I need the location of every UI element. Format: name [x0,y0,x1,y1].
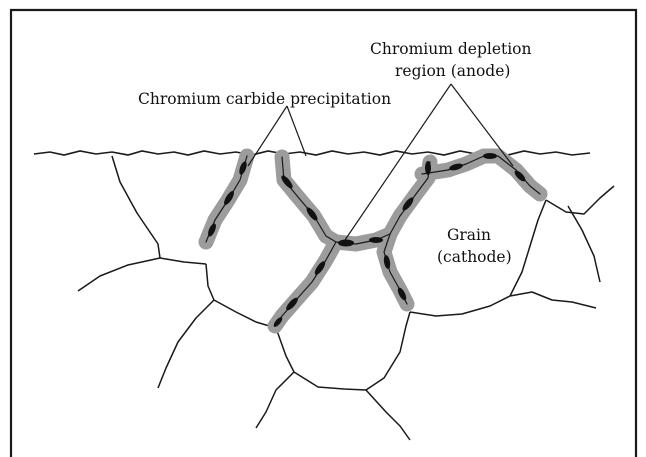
grain-boundary [546,186,614,214]
grain-boundary [276,328,294,372]
grain-boundary [294,372,366,390]
carbide-particle [425,161,431,175]
label-grain-line1: Grain [447,226,491,244]
grain-boundary [256,372,294,428]
grain-boundary [510,200,546,296]
label-grain-line2: (cathode) [437,248,512,266]
grain-boundary [366,390,410,440]
label-depletion-line1: Chromium depletion [370,40,532,58]
carbide-particle [369,237,383,243]
grain-boundary [366,312,410,390]
grain-boundary [410,296,510,316]
depletion-zone [282,157,336,242]
grain-boundary [206,264,214,300]
grain-boundary [568,206,600,282]
leader-line-carbide-right [287,106,306,156]
carbide-particle [483,153,497,159]
grain-boundary [112,156,160,258]
label-carbide-precipitation: Chromium carbide precipitation [138,90,391,108]
grain-boundary [214,300,276,328]
grain-boundary [510,292,596,308]
grain-boundary [160,258,206,264]
label-depletion-line2: region (anode) [395,62,510,80]
grain-boundary [158,300,214,388]
grain-boundaries [78,156,614,440]
carbide-particle [338,240,354,247]
grain-boundary [78,258,160,291]
